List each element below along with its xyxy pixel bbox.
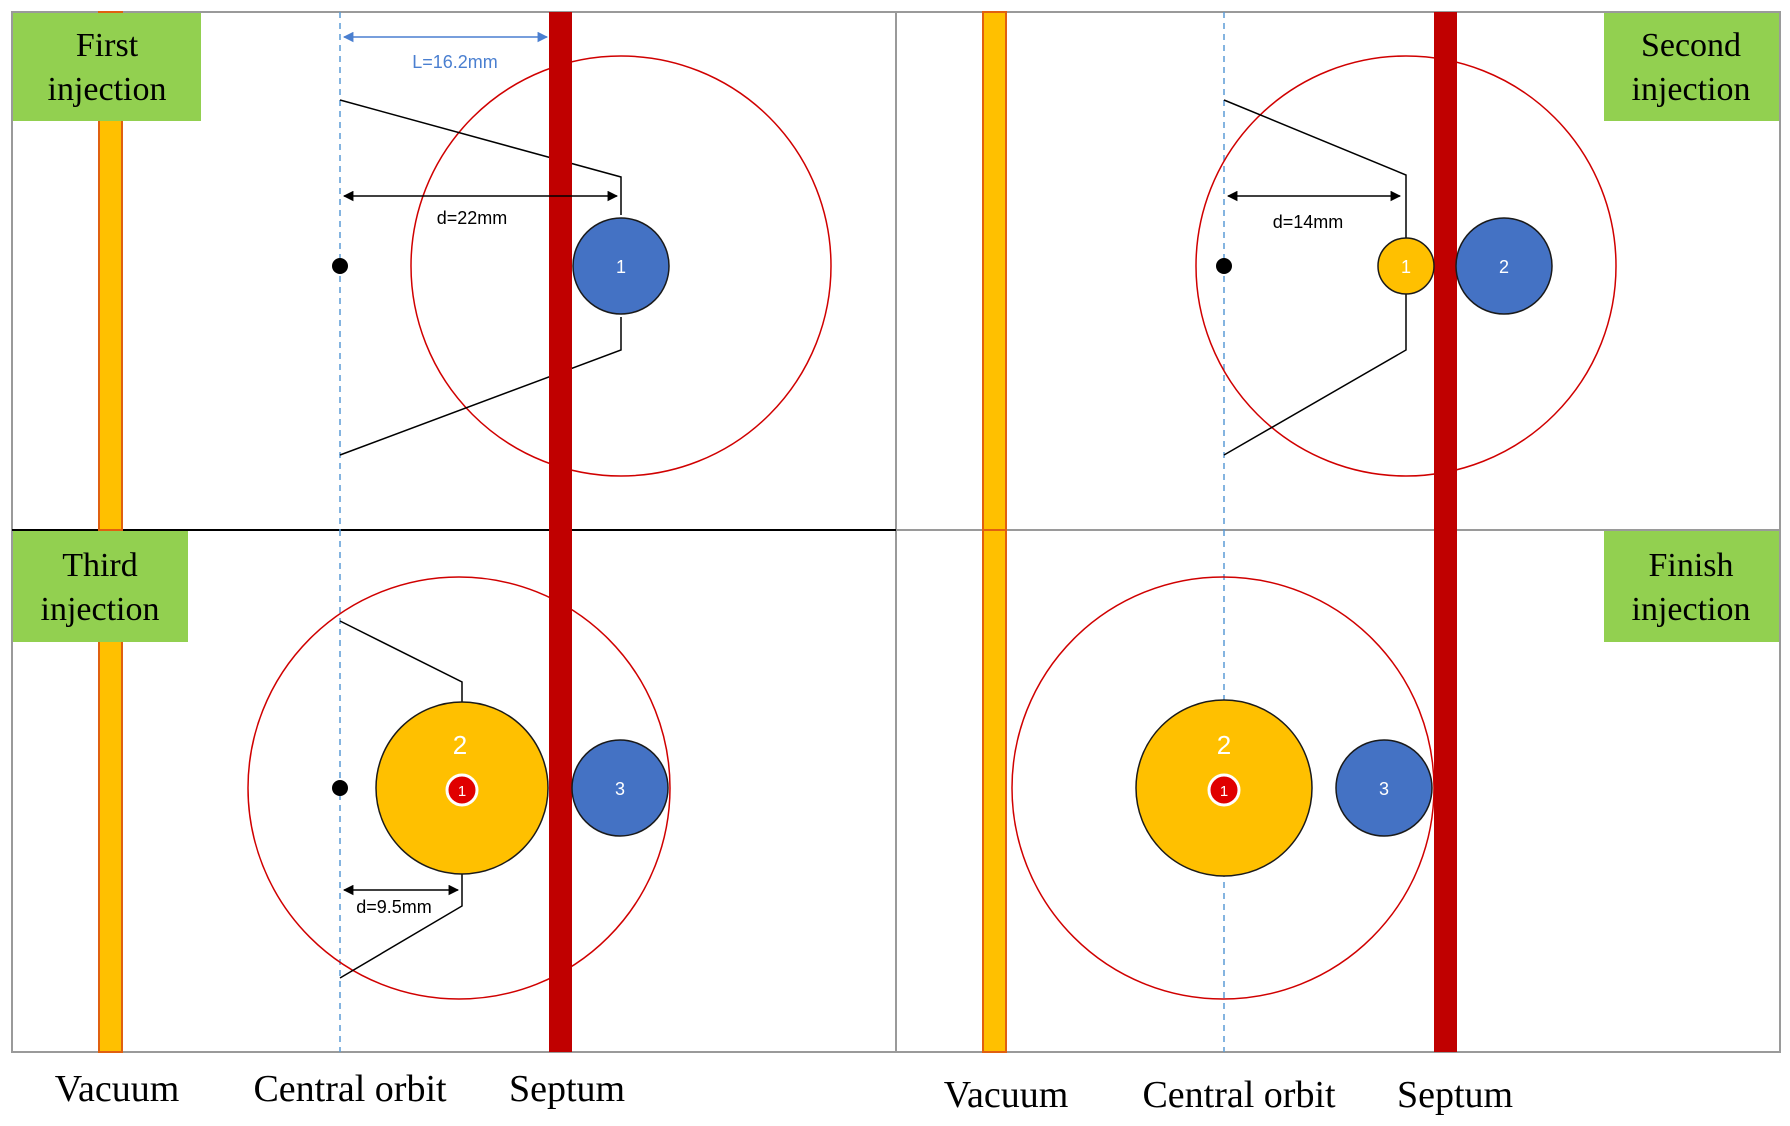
vacuum-chamber-wall: [98, 529, 123, 1053]
beam-3: [1335, 739, 1433, 837]
orbit-bump: [339, 874, 463, 979]
beam-1: [445, 773, 479, 807]
stage-label-box: [13, 531, 188, 642]
beam-1: [572, 217, 670, 315]
beam-2-label: 2: [1217, 730, 1231, 760]
beam-1-label: 1: [1401, 257, 1411, 277]
acceptance-circle: [247, 576, 671, 1000]
septum-label-right: Septum: [1397, 1074, 1513, 1116]
stage-label-line1: First: [76, 27, 139, 64]
stage-label-line2: injection: [41, 591, 160, 628]
central-orbit-label-right: Central orbit: [1142, 1074, 1336, 1116]
septum-wall: [549, 12, 572, 530]
vacuum-label-left: Vacuum: [55, 1068, 180, 1110]
septum-wall: [1434, 530, 1457, 1052]
beam-1-label: 1: [1220, 783, 1228, 800]
beam-3-label: 3: [615, 779, 625, 799]
stage-label-box: [13, 13, 201, 121]
orbit-bump: [339, 99, 622, 215]
stage-label-line2: injection: [1632, 71, 1751, 108]
beam-1: [1377, 237, 1435, 295]
beam-1: [1207, 773, 1241, 807]
panel-first: 1 L=16.2mm d=22mm First injection: [13, 11, 832, 531]
beam-2: [1455, 217, 1553, 315]
orbit-bump: [339, 620, 463, 702]
distance-label: d=22mm: [437, 208, 508, 228]
septum-label-left: Septum: [509, 1068, 625, 1110]
central-orbit-label-left: Central orbit: [253, 1068, 447, 1110]
acceptance-circle: [1195, 55, 1617, 477]
vacuum-chamber-wall: [982, 11, 1007, 531]
central-orbit-point: [332, 258, 348, 274]
beam-3: [571, 739, 669, 837]
stage-label-line2: injection: [48, 71, 167, 108]
stage-label-line1: Third: [62, 547, 138, 584]
central-orbit-point: [332, 780, 348, 796]
stage-label-box: [1604, 13, 1779, 121]
orbit-bump: [1223, 292, 1407, 456]
beam-1-label: 1: [458, 783, 466, 800]
orbit-bump: [339, 317, 622, 456]
panel-second: 1 2 d=14mm Second injection: [982, 11, 1779, 531]
acceptance-circle: [410, 55, 832, 477]
central-orbit-point: [1216, 258, 1232, 274]
vacuum-chamber-wall: [982, 529, 1007, 1053]
distance-label: d=9.5mm: [356, 897, 432, 917]
distance-label: d=14mm: [1273, 212, 1344, 232]
length-label: L=16.2mm: [412, 52, 498, 72]
beam-1-label: 1: [616, 257, 626, 277]
beam-2-label: 2: [1499, 257, 1509, 277]
septum-wall: [549, 530, 572, 1052]
panel-third: 2 1 3 d=9.5mm Third injection: [13, 529, 671, 1053]
panel-finish: 2 1 3 Finish injection: [982, 529, 1779, 1053]
beam-2-label: 2: [453, 730, 467, 760]
panel-finish-frame: [895, 529, 1781, 1053]
septum-wall: [1434, 12, 1457, 530]
vacuum-label-right: Vacuum: [944, 1074, 1069, 1116]
stage-label-line1: Second: [1641, 27, 1741, 64]
stage-label-line1: Finish: [1648, 547, 1733, 584]
orbit-bump: [1223, 99, 1407, 240]
stage-label-line2: injection: [1632, 591, 1751, 628]
stage-label-box: [1604, 531, 1779, 642]
beam-3-label: 3: [1379, 779, 1389, 799]
